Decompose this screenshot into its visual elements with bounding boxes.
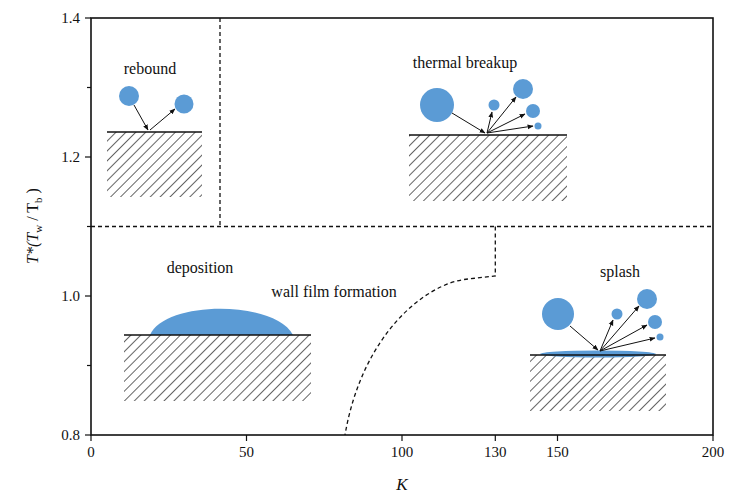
tick-label: 0.8 (61, 428, 80, 443)
regime-boundary (91, 18, 713, 435)
tick-label: 1.2 (61, 150, 80, 165)
tick-label: 200 (702, 445, 725, 460)
regime-label: thermal breakup (413, 55, 517, 71)
axis-title: K (396, 476, 407, 493)
axis-title-part: / T (24, 203, 41, 225)
subscript: w (32, 225, 44, 233)
tick-label: 130 (484, 445, 507, 460)
regime-label: splash (600, 264, 640, 280)
axis-title-part: T*(T (24, 233, 41, 264)
deposition-illustration (124, 309, 311, 401)
tick-label: 1.0 (61, 289, 80, 304)
thermal-breakup-illustration (409, 79, 567, 201)
regime-label: deposition (167, 260, 234, 276)
tick-label: 0 (87, 445, 95, 460)
rebound-illustration (107, 86, 202, 197)
plot-frame (91, 18, 713, 435)
tick-label: 50 (239, 445, 254, 460)
axis-title: T*(Tw / Tb ) (25, 188, 44, 264)
regime-label: rebound (124, 61, 176, 77)
axis-title-part: ) (24, 188, 41, 197)
regime-label: wall film formation (271, 284, 396, 300)
tick-label: 100 (391, 445, 414, 460)
axis-ticks (85, 18, 713, 441)
subscript: b (32, 197, 44, 203)
splash-illustration (530, 289, 666, 411)
tick-label: 150 (546, 445, 569, 460)
tick-label: 1.4 (61, 11, 80, 26)
